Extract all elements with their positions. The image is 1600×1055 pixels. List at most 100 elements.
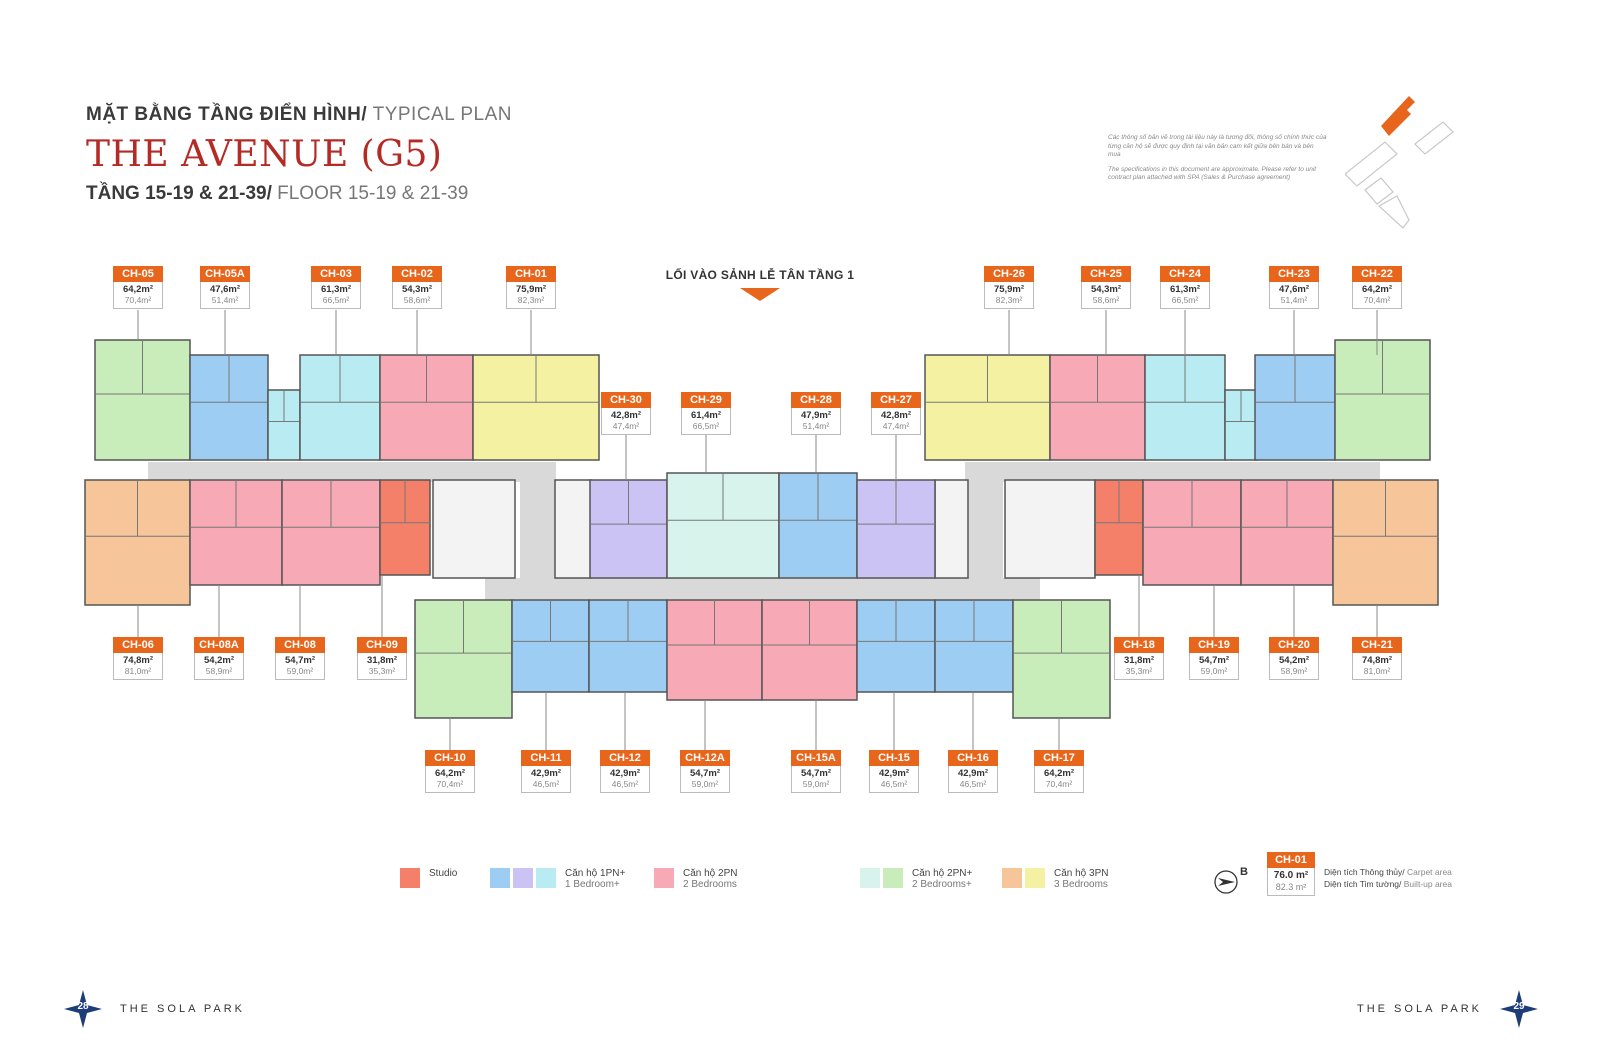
legend-swatch (860, 868, 880, 888)
disclaimer-en: The specifications in this document are … (1108, 165, 1317, 182)
corridor (485, 578, 1040, 600)
unit-carpet-area: 42,9m² (609, 768, 641, 779)
unit-builtup-area: 81,0m² (124, 666, 152, 676)
unit-builtup-area: 59,0m² (286, 666, 314, 676)
unit-code: CH-08A (194, 637, 244, 653)
unit-carpet-area: 64,2m² (1361, 284, 1393, 295)
legend-sublabel: 2 Bedrooms (683, 879, 737, 890)
unit-code: CH-22 (1352, 266, 1402, 282)
unit-code: CH-25 (1081, 266, 1131, 282)
key-map-block (1345, 141, 1398, 187)
legend-2bed-plus: Căn hộ 2PN+2 Bedrooms+ (860, 868, 972, 908)
unit-code: CH-08 (275, 637, 325, 653)
unit-builtup-area: 58,6m² (1092, 295, 1120, 305)
unit-builtup-area: 46,5m² (611, 779, 639, 789)
unit-carpet-area: 75,9m² (993, 284, 1025, 295)
key-map-block (1364, 177, 1394, 205)
unit-carpet-area: 54,3m² (401, 284, 433, 295)
unit-carpet-area: 54,7m² (284, 655, 316, 666)
legend-label: Căn hộ 2PN+ (912, 868, 973, 879)
builtup-area-label: Diện tích Tim tường/ (1324, 879, 1402, 889)
unit-builtup-area: 66,5m² (322, 295, 350, 305)
key-map-block (1414, 121, 1454, 155)
lobby-entrance-marker: LỐI VÀO SẢNH LỄ TÂN TẦNG 1 (665, 268, 855, 301)
unit-code: CH-29 (681, 392, 731, 408)
legend-swatch (1002, 868, 1022, 888)
unit-code: CH-19 (1189, 637, 1239, 653)
compass-icon (1214, 870, 1238, 894)
builtup-area-label-en: Built-up area (1401, 879, 1452, 889)
unit-builtup-area: 51,4m² (802, 421, 830, 431)
unit-carpet-area: 74,8m² (122, 655, 154, 666)
unit-carpet-area: 64,2m² (122, 284, 154, 295)
unit-code: CH-10 (425, 750, 475, 766)
footer-brand: THE SOLA PARK (120, 1003, 245, 1015)
unit-code: CH-09 (357, 637, 407, 653)
lift-core (554, 479, 592, 579)
page-number: 28 (77, 1001, 89, 1012)
unit-carpet-area: 74,8m² (1361, 655, 1393, 666)
entrance-label: LỐI VÀO SẢNH LỄ TÂN TẦNG 1 (665, 268, 855, 282)
legend-swatch (1025, 868, 1045, 888)
unit-code: CH-17 (1034, 750, 1084, 766)
unit-builtup-area: 59,0m² (691, 779, 719, 789)
unit-code: CH-16 (948, 750, 998, 766)
unit-builtup-area: 70,4m² (1363, 295, 1391, 305)
unit-builtup-area: 47,4m² (882, 421, 910, 431)
unit-carpet-area: 54,7m² (800, 768, 832, 779)
legend-swatch (513, 868, 533, 888)
unit-code: CH-12 (600, 750, 650, 766)
sample-code: CH-01 (1267, 852, 1315, 868)
unit-carpet-area: 42,8m² (610, 410, 642, 421)
stair-core (1004, 479, 1096, 579)
unit-code: CH-30 (601, 392, 651, 408)
unit-carpet-area: 75,9m² (515, 284, 547, 295)
unit-carpet-area: 64,2m² (1043, 768, 1075, 779)
legend-1bed: Căn hộ 1PN+1 Bedroom+ (490, 868, 625, 908)
unit-code: CH-06 (113, 637, 163, 653)
unit-builtup-area: 35,3m² (1125, 666, 1153, 676)
unit-builtup-area: 59,0m² (802, 779, 830, 789)
unit-carpet-area: 47,9m² (800, 410, 832, 421)
floor-range-label: TẦNG 15-19 & 21-39/ FLOOR 15-19 & 21-39 (86, 183, 469, 204)
legend-sublabel: 3 Bedrooms (1054, 879, 1108, 890)
unit-builtup-area: 66,5m² (1171, 295, 1199, 305)
unit-code: CH-18 (1114, 637, 1164, 653)
unit-builtup-area: 35,3m² (368, 666, 396, 676)
legend-swatch (536, 868, 556, 888)
unit-carpet-area: 61,3m² (320, 284, 352, 295)
unit-carpet-area: 54,2m² (1278, 655, 1310, 666)
unit-carpet-area: 42,9m² (530, 768, 562, 779)
sample-builtup-area: 82.3 m² (1275, 882, 1307, 892)
apartment-unit (1144, 354, 1226, 461)
unit-code: CH-23 (1269, 266, 1319, 282)
legend-swatch (654, 868, 674, 888)
legend-sublabel: 2 Bedrooms+ (912, 879, 972, 890)
legend-swatch (883, 868, 903, 888)
unit-carpet-area: 31,8m² (366, 655, 398, 666)
disclaimer-vi: Các thông số bản vẽ trong tài liệu này l… (1108, 134, 1327, 158)
unit-builtup-area: 46,5m² (880, 779, 908, 789)
apartment-unit (588, 599, 668, 693)
unit-builtup-area: 58,9m² (1280, 666, 1308, 676)
unit-code: CH-20 (1269, 637, 1319, 653)
